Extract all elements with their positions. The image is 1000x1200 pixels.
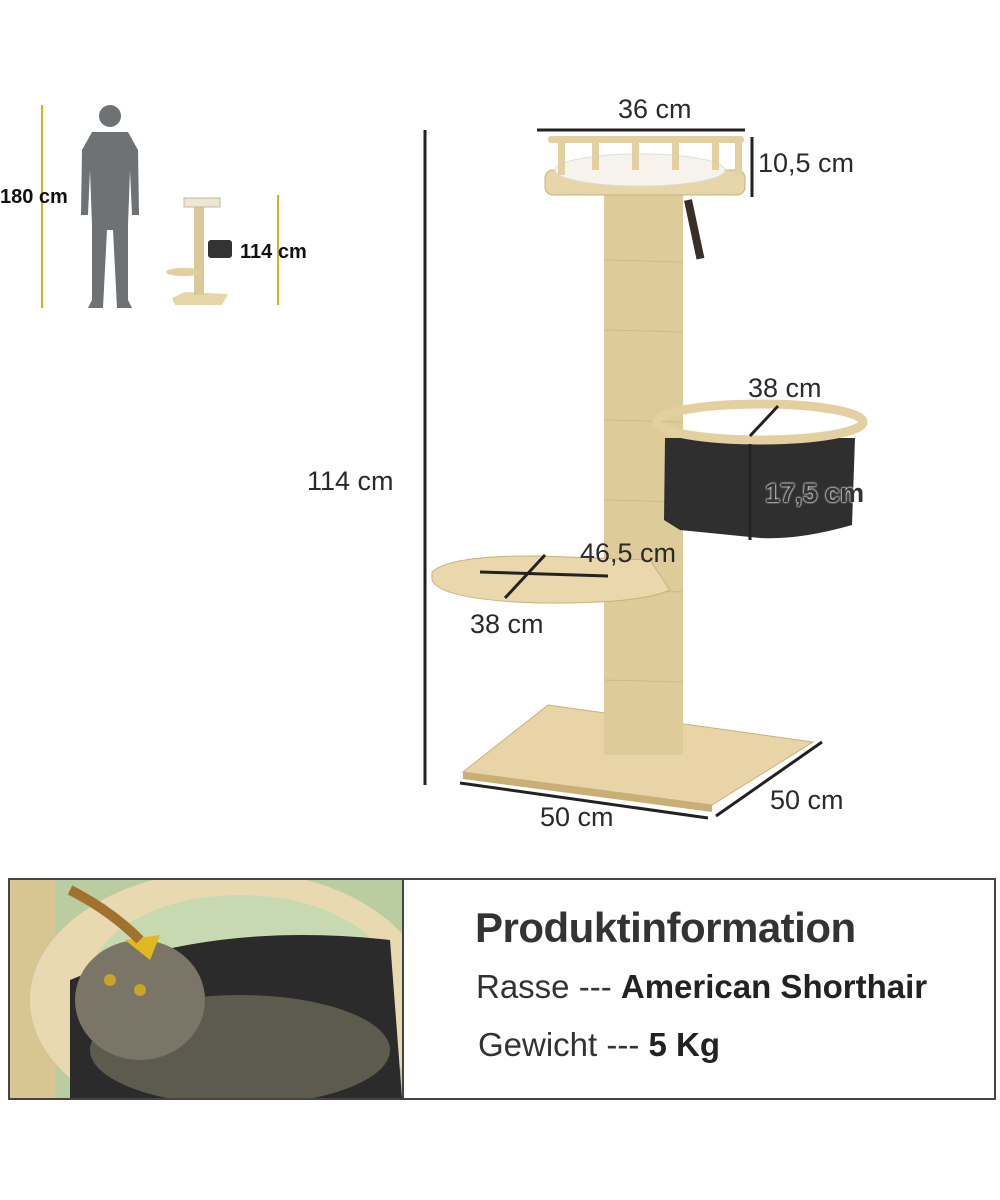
top-width-label: 36 cm [618, 94, 692, 124]
breed-row: Rasse --- American Shorthair [476, 968, 927, 1006]
product-diagram [41, 105, 868, 820]
info-title: Produktinformation [475, 904, 856, 951]
bowl-basket [664, 438, 855, 539]
bowl-ring [652, 399, 868, 445]
cat-photo [10, 880, 404, 1098]
bowl-height-label: 17,5 cm [765, 478, 865, 508]
weight-value: 5 Kg [648, 1026, 721, 1063]
separator: --- [578, 968, 612, 1005]
weight-label: Gewicht [478, 1026, 598, 1063]
top-height-label: 10,5 cm [758, 148, 855, 178]
breed-value: American Shorthair [620, 968, 928, 1005]
platform-width-label: 38 cm [470, 609, 544, 639]
breed-label: Rasse [476, 968, 570, 1005]
bowl-diameter-label: 38 cm [748, 373, 822, 403]
platform-length-label: 46,5 cm [580, 538, 677, 568]
person-height-label: 180 cm [0, 186, 68, 208]
small-tree-height-label: 114 cm [240, 241, 307, 263]
person-silhouette [81, 105, 139, 308]
small-tree-thumbnail [166, 197, 232, 305]
weight-row: Gewicht --- 5 Kg [478, 1026, 720, 1064]
lower-platform [431, 555, 671, 604]
base-depth-label: 50 cm [770, 785, 844, 815]
total-height-label: 114 cm [307, 466, 394, 496]
product-info-panel: Produktinformation Rasse --- American Sh… [8, 878, 996, 1100]
hanging-toy [684, 199, 705, 260]
base-width-label: 50 cm [540, 802, 614, 832]
separator: --- [606, 1026, 640, 1063]
